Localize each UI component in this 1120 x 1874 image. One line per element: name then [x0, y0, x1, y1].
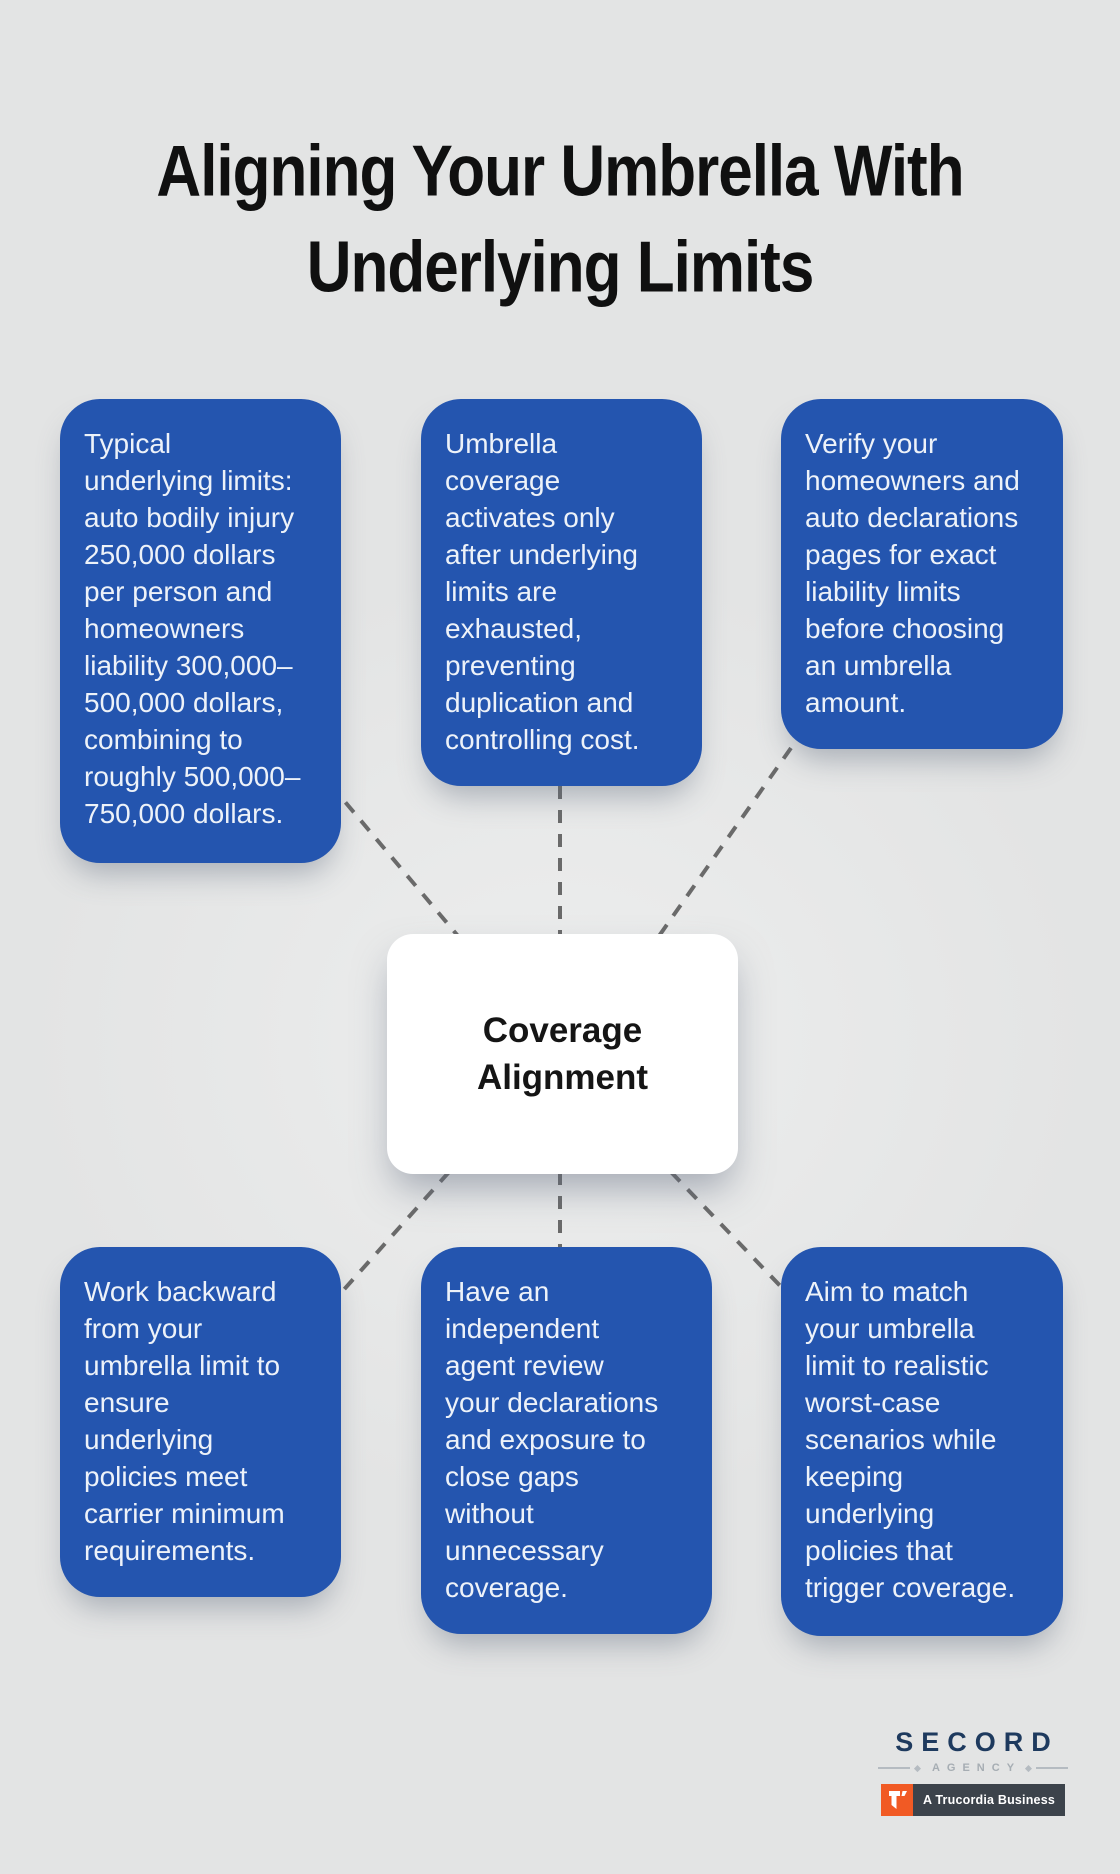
secord-logo: SECORD AGENCY A Trucordia Business — [878, 1727, 1068, 1821]
trucordia-tagline: A Trucordia Business — [912, 1784, 1066, 1816]
info-card-work-backward: Work backward from your umbrella limit t… — [60, 1247, 341, 1597]
divider-line-left — [878, 1767, 911, 1769]
connector-top-left — [328, 782, 460, 938]
info-card-independent-agent-review: Have an independent agent review your de… — [421, 1247, 712, 1634]
connector-bottom-right — [669, 1170, 790, 1296]
hub-card-coverage-alignment: Coverage Alignment — [387, 934, 738, 1174]
info-card-typical-underlying-limits: Typical underlying limits: auto bodily i… — [60, 399, 341, 863]
info-card-match-worst-case: Aim to match your umbrella limit to real… — [781, 1247, 1063, 1636]
divider-diamond-left — [914, 1764, 922, 1772]
logo-brand-text: SECORD — [895, 1727, 1059, 1757]
page-title: Aligning Your Umbrella With Underlying L… — [156, 130, 964, 308]
info-card-umbrella-activation: Umbrella coverage activates only after u… — [421, 399, 702, 786]
divider-line-right — [1035, 1767, 1068, 1769]
trucordia-t-icon — [880, 1784, 913, 1816]
logo-agency-row: AGENCY — [878, 1762, 1068, 1774]
info-card-verify-declarations: Verify your homeowners and auto declarat… — [781, 399, 1063, 749]
trucordia-badge: A Trucordia Business — [880, 1784, 1066, 1816]
divider-diamond-right — [1024, 1764, 1032, 1772]
connector-bottom-left — [338, 1170, 451, 1296]
logo-agency-text: AGENCY — [931, 1762, 1022, 1774]
